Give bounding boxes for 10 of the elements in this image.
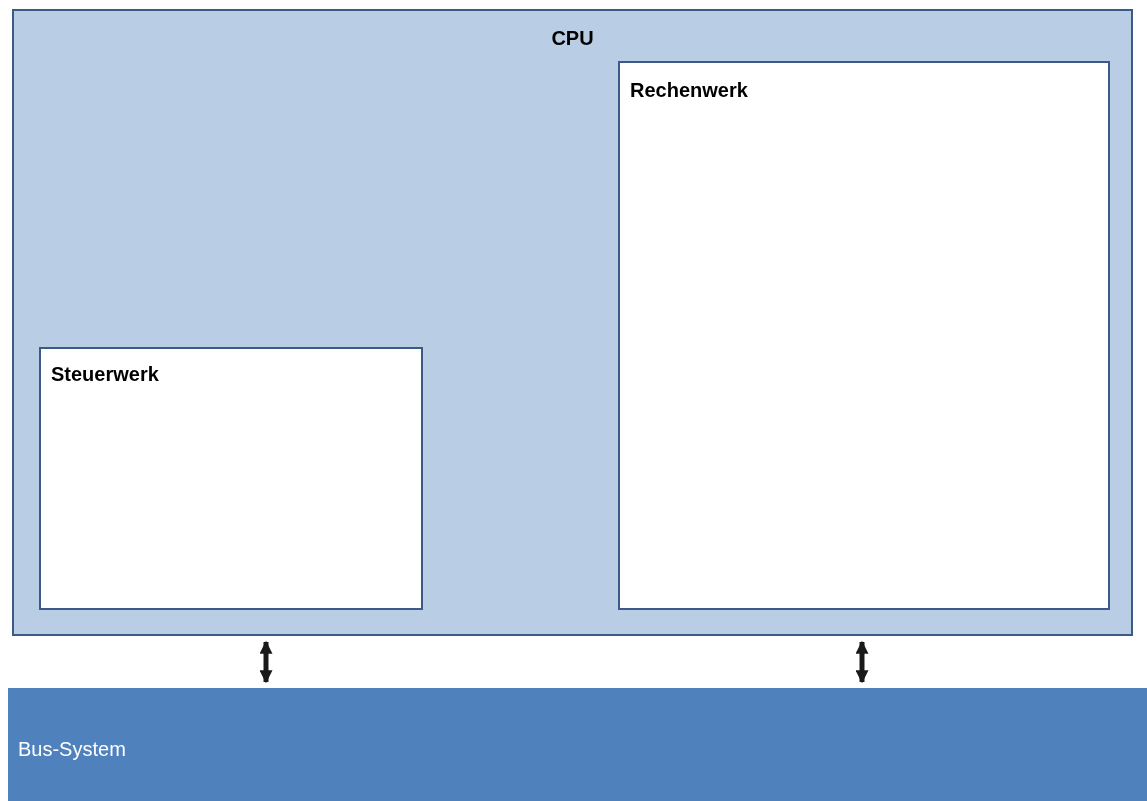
box-label: Steuerwerk [51,362,159,387]
bus-band [8,688,1147,801]
box-label: Bus-System [18,737,126,762]
double-arrow [259,640,273,684]
unit-box [39,347,423,610]
unit-box [618,61,1110,610]
cpu-box [12,9,1133,636]
box-label: CPU [550,26,595,51]
box-label: Rechenwerk [630,78,748,103]
double-arrow [855,640,869,684]
